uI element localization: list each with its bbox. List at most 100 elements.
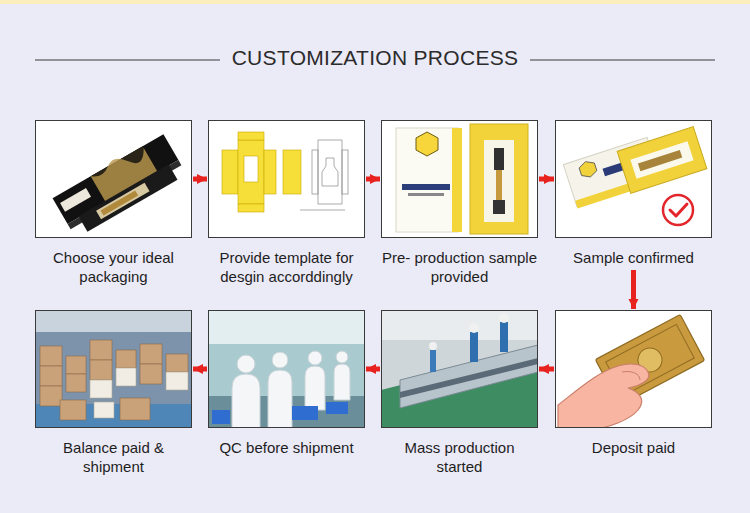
template-picture-part-part (222, 150, 238, 194)
flow-arrow (539, 177, 554, 182)
template-picture-part-part (322, 158, 338, 186)
sample-picture-part (470, 124, 528, 234)
template-picture-part-part (264, 150, 276, 194)
sample-picture-part (416, 132, 438, 156)
process-step: Balance paid & shipment (35, 310, 192, 478)
warehouse-picture-part-part (90, 360, 112, 380)
qc-picture-part-part (232, 374, 260, 428)
packaging-picture-part (35, 120, 192, 238)
qc-picture-part (208, 310, 365, 428)
qc-picture-part-part (272, 352, 288, 368)
template-picture-part-part (238, 132, 264, 140)
factory-picture-part (400, 345, 538, 408)
step-caption: Sample confirmed (555, 248, 712, 267)
template-picture-part-part (342, 150, 348, 194)
template-picture-part-part (300, 210, 345, 211)
image-frame (35, 310, 192, 428)
qc-picture-part (292, 406, 318, 420)
factory-picture-part (430, 350, 436, 372)
confirmed-picture-part (670, 204, 687, 216)
confirmed-picture-part (617, 127, 707, 194)
warehouse-picture-part-part (166, 354, 188, 372)
factory-picture-part (499, 313, 509, 323)
title-rules (35, 60, 715, 61)
sample-picture-part (484, 140, 514, 222)
process-step: Provide template for desgin accorddingly (208, 120, 365, 288)
step-caption: Deposit paid (555, 438, 712, 457)
factory-picture-part (381, 310, 538, 428)
warehouse-picture-part-part (60, 400, 86, 420)
warehouse-picture-part-part (66, 374, 86, 392)
process-step: Pre- production sample provided (381, 120, 538, 288)
image-frame (555, 310, 712, 428)
step-caption: QC before shipment (208, 438, 365, 457)
sample-picture-part (381, 120, 538, 238)
top-band (0, 0, 750, 4)
confirmed-picture-part (555, 120, 712, 238)
confirmed-picture-part-part (617, 127, 707, 194)
warehouse-picture-part-part (166, 372, 188, 390)
title-rules-part (528, 59, 715, 60)
warehouse-picture-part (35, 310, 192, 428)
process-step: Sample confirmed (555, 120, 712, 269)
deposit-picture (555, 310, 712, 428)
step-caption: Pre- production sample provided (381, 248, 538, 286)
warehouse-picture-part-part (120, 398, 150, 420)
factory-picture-part (500, 322, 508, 352)
sample-picture-part (396, 128, 458, 232)
warehouse-picture-part-part (66, 356, 86, 374)
warehouse-picture-part-part (40, 366, 62, 386)
flow-arrow (539, 367, 554, 372)
step-caption: Choose your ideal packaging (35, 248, 192, 286)
step-caption: Provide template for desgin accorddingly (208, 248, 365, 286)
image-frame (381, 120, 538, 238)
image-frame (555, 120, 712, 238)
confirmed-picture (555, 120, 712, 238)
flow-arrow (193, 177, 207, 182)
qc-picture-part (232, 351, 350, 428)
warehouse-picture-part-part (40, 386, 62, 406)
flow-arrow (366, 367, 380, 372)
template-picture-part-part (318, 140, 342, 204)
template-picture-part (300, 140, 348, 210)
warehouse-picture (35, 310, 192, 428)
warehouse-picture-part (40, 340, 188, 420)
image-frame (208, 310, 365, 428)
template-picture-part-part (312, 150, 318, 194)
confirmed-picture-part-part (630, 141, 693, 179)
qc-picture-part-part (268, 370, 292, 428)
qc-picture-part-part (334, 364, 350, 400)
qc-picture-part-part (305, 366, 325, 410)
sample-picture-part (452, 128, 462, 232)
process-step: Choose your ideal packaging (35, 120, 192, 288)
qc-picture-part (326, 402, 348, 414)
process-step: Deposit paid (555, 310, 712, 459)
warehouse-picture-part (35, 310, 192, 332)
warehouse-picture-part-part (90, 340, 112, 360)
diagram-title: CUSTOMIZATION PROCESS (220, 44, 531, 72)
warehouse-picture-part-part (90, 380, 112, 398)
template-picture-part (244, 156, 258, 182)
factory-picture (381, 310, 538, 428)
warehouse-picture-part-part (140, 344, 162, 364)
warehouse-picture-part-part (116, 368, 136, 386)
factory-picture-part (470, 332, 478, 362)
warehouse-picture-part-part (140, 364, 162, 384)
sample-picture-part (494, 148, 504, 170)
confirmed-picture-part-part (638, 150, 682, 171)
packaging-picture-part-part (101, 190, 139, 215)
qc-picture (208, 310, 365, 428)
warehouse-picture-part-part (40, 346, 62, 366)
title-row: CUSTOMIZATION PROCESS (0, 44, 750, 72)
image-frame (208, 120, 365, 238)
step-caption: Balance paid & shipment (35, 438, 192, 476)
factory-picture-part (400, 358, 538, 398)
qc-picture-part (208, 310, 365, 344)
factory-picture-part (429, 342, 437, 350)
flow-arrow (366, 177, 380, 182)
template-picture-part (208, 120, 365, 238)
process-step: Mass production started (381, 310, 538, 478)
packaging-picture-part-part (60, 188, 91, 212)
